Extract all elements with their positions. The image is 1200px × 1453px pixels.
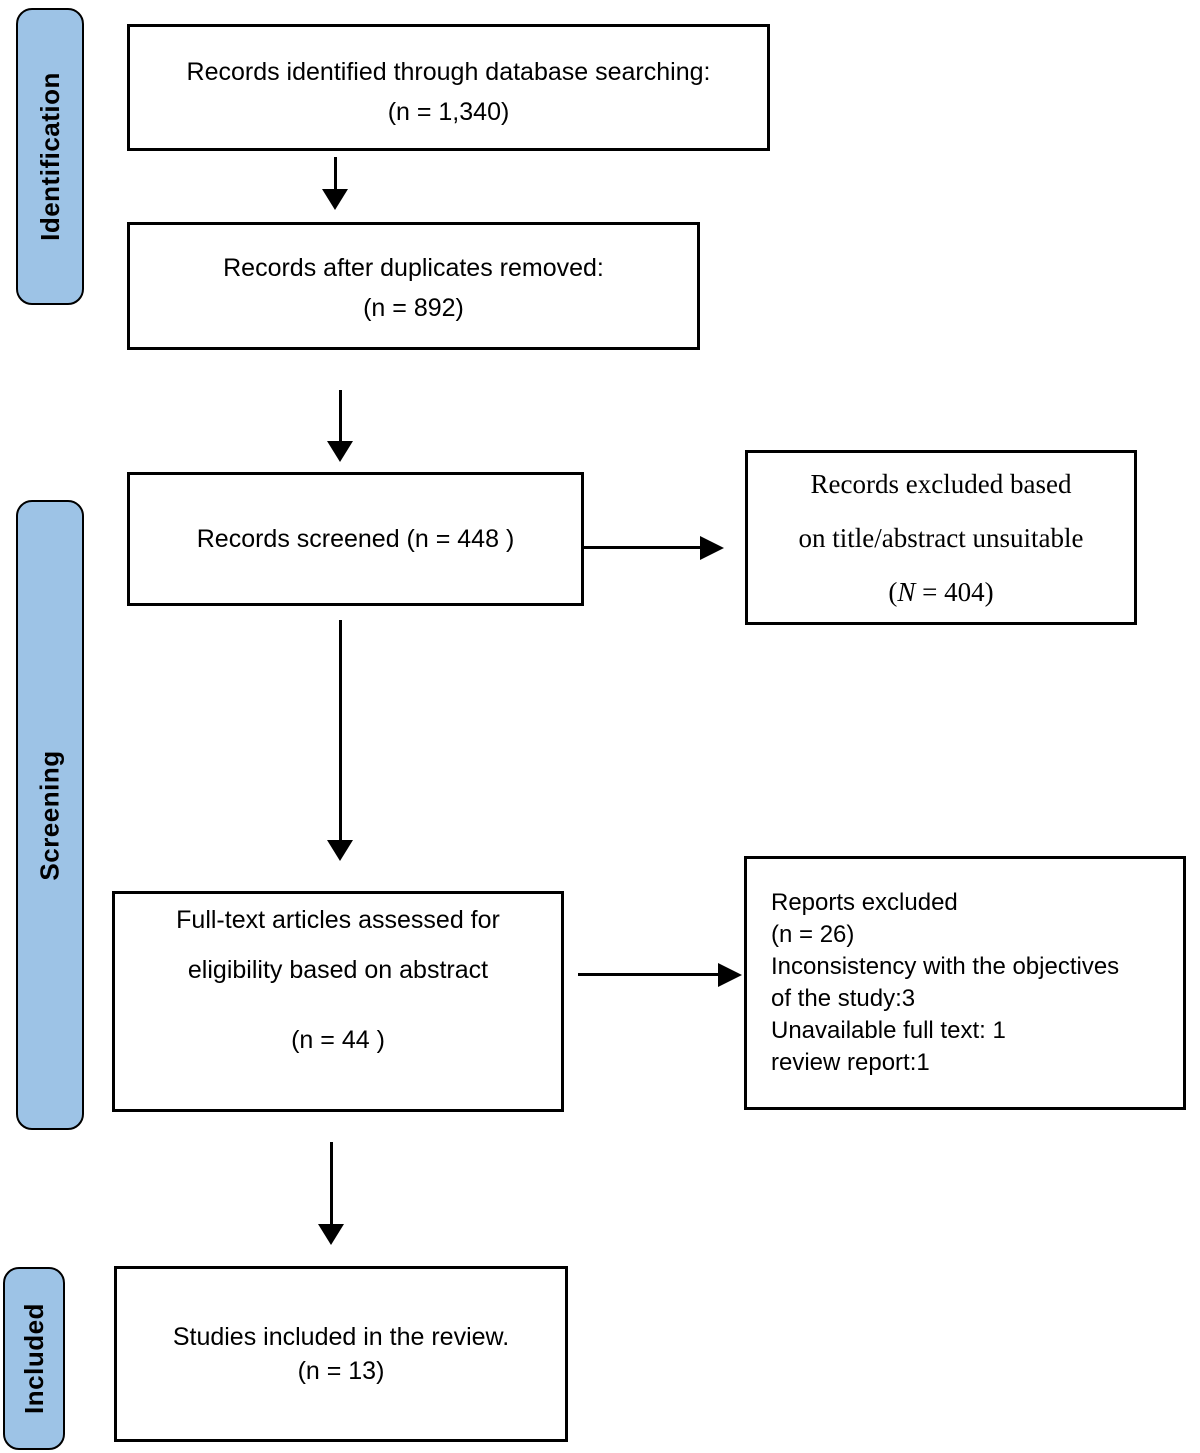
text-line: review report:1 [771, 1049, 930, 1076]
stage-label-screening: Screening [34, 749, 65, 881]
text-line: (n = 1,340) [387, 98, 510, 126]
paren-open: ( [888, 577, 898, 607]
text-line: (N = 404) [748, 565, 1134, 619]
arrow-identified-to-deduplicated-head [322, 189, 348, 210]
box-records-screened: Records screened (n = 448 ) [127, 472, 584, 606]
arrow-screened-to-excluded-head [700, 536, 724, 560]
arrow-identified-to-deduplicated-line [334, 157, 337, 189]
arrow-fulltext-to-reports-excluded-line [578, 973, 719, 976]
arrow-screened-to-excluded-line [584, 546, 701, 549]
stage-bar-identification: Identification [16, 8, 84, 305]
stage-label-identification: Identification [34, 72, 65, 241]
text-line: Records identified through database sear… [186, 58, 711, 86]
arrow-fulltext-to-included-head [318, 1224, 344, 1245]
text-line: (n = 892) [363, 294, 464, 322]
text-line: Studies included in the review. [172, 1323, 510, 1351]
box-excluded-title-abstract: Records excluded based on title/abstract… [745, 450, 1137, 625]
box-fulltext-assessed: Full-text articles assessed for eligibil… [112, 891, 564, 1112]
stage-bar-screening: Screening [16, 500, 84, 1130]
italic-n: N [897, 577, 916, 607]
arrow-deduplicated-to-screened-line [339, 390, 342, 441]
arrow-deduplicated-to-screened-head [327, 441, 353, 462]
arrow-screened-to-fulltext-head [327, 840, 353, 861]
text-line: Records after duplicates removed: [223, 254, 604, 282]
n-value: = 404) [915, 577, 994, 607]
text-line: Records screened (n = 448 ) [196, 524, 515, 553]
text-line: (n = 44 ) [291, 1026, 385, 1054]
text-line: Full-text articles assessed for [176, 906, 500, 934]
text-line: Reports excluded [771, 889, 958, 916]
stage-label-included: Included [18, 1303, 49, 1414]
text-line: Unavailable full text: 1 [771, 1017, 1006, 1044]
text-line: (n = 13) [297, 1357, 385, 1385]
arrow-fulltext-to-included-line [330, 1142, 333, 1224]
stage-bar-included: Included [3, 1267, 65, 1450]
box-records-identified: Records identified through database sear… [127, 24, 770, 151]
text-line: (n = 26) [771, 921, 855, 948]
text-line: eligibility based on abstract [187, 956, 489, 984]
box-records-deduplicated: Records after duplicates removed: (n = 8… [127, 222, 700, 350]
text-line: Records excluded based [810, 469, 1072, 499]
text-line: of the study:3 [771, 985, 916, 1012]
text-line: on title/abstract unsuitable [798, 523, 1084, 553]
text-line: Inconsistency with the objectives [771, 953, 1120, 980]
box-reports-excluded: Reports excluded (n = 26) Inconsistency … [744, 856, 1186, 1110]
arrow-screened-to-fulltext-line [339, 620, 342, 840]
box-studies-included: Studies included in the review. (n = 13) [114, 1266, 568, 1442]
arrow-fulltext-to-reports-excluded-head [718, 963, 742, 987]
